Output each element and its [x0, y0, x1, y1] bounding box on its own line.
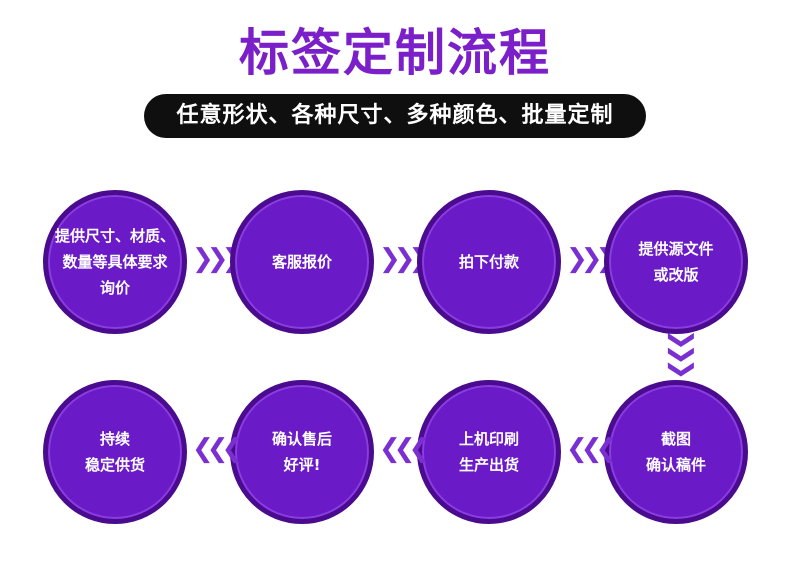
step-source-file: 提供源文件 或改版: [604, 190, 748, 334]
step-label: 客服报价: [271, 253, 332, 271]
arrow-left-icon: ❮❮❮: [566, 434, 617, 464]
step-after-sales: 确认售后 好评!: [230, 380, 374, 524]
step-label: 持续 稳定供货: [84, 430, 145, 474]
arrow-left-icon: ❮❮❮: [379, 434, 430, 464]
step-payment: 拍下付款: [417, 190, 561, 334]
step-label: 提供源文件 或改版: [638, 240, 714, 284]
page-title: 标签定制流程: [239, 24, 551, 82]
step-label: 拍下付款: [458, 253, 519, 271]
arrow-down-icon: ❯❯❯: [667, 328, 698, 374]
step-label: 确认售后 好评!: [271, 430, 332, 474]
arrow-left-icon: ❮❮❮: [192, 434, 243, 464]
step-proof-confirm: 截图 确认稿件: [604, 380, 748, 524]
step-quote: 客服报价: [230, 190, 374, 334]
step-inquiry: 提供尺寸、材质、 数量等具体要求 询价: [43, 190, 187, 334]
step-printing: 上机印刷 生产出货: [417, 380, 561, 524]
step-label: 截图 确认稿件: [645, 430, 706, 474]
subtitle-banner: 任意形状、各种尺寸、多种颜色、批量定制: [144, 94, 646, 138]
step-label: 提供尺寸、材质、 数量等具体要求 询价: [54, 227, 175, 297]
step-label: 上机印刷 生产出货: [458, 430, 519, 474]
step-steady-supply: 持续 稳定供货: [43, 380, 187, 524]
